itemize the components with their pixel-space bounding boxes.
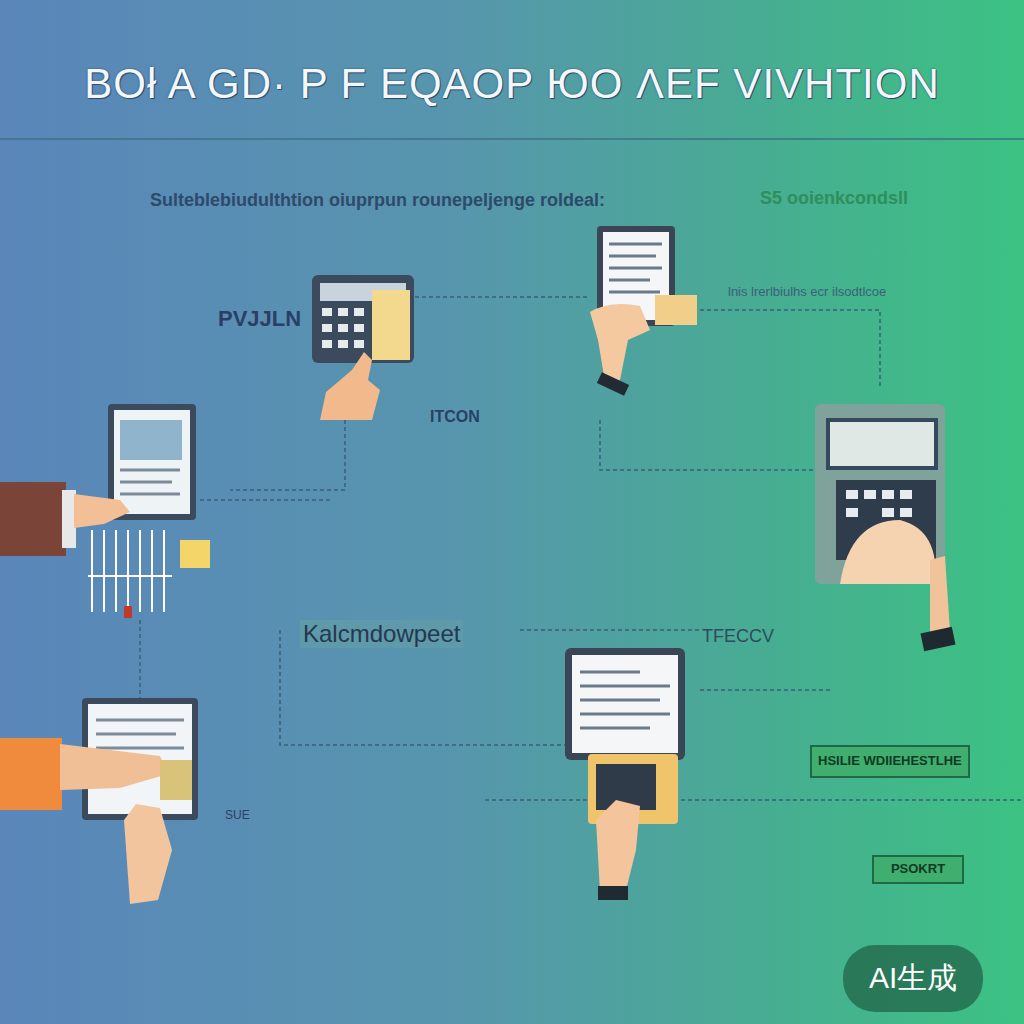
green-heading: S5 ooienkcondsll: [760, 188, 908, 209]
side-label: TFECCV: [702, 626, 774, 647]
box-text: PSOKRT: [878, 861, 958, 878]
side-label: SUE: [225, 808, 250, 822]
tablet-hand-bottom: [565, 648, 685, 900]
laptop-arm-bottom: [0, 698, 198, 904]
label-box: HSILIE WDIIEHESTLHE: [810, 745, 970, 778]
subtitle: Sulteblebiudulthtion oiuprpun rounepelje…: [150, 190, 605, 211]
title: BOł A GD· P F EQAOP ЮO ΛEF VIVHTION: [0, 60, 1024, 108]
side-label: ITCON: [430, 408, 480, 426]
note-text: lnis lrerlbiulhs ecr ilsodtlcoe: [728, 284, 886, 299]
label-box: PSOKRT: [872, 855, 964, 884]
calculator-hand: [312, 275, 414, 420]
side-label: PVJJLN: [218, 306, 301, 332]
laptop-arm: [0, 404, 210, 618]
watermark: AI生成: [843, 945, 983, 1012]
box-text: HSILIE WDIIEHESTLHE: [818, 753, 962, 770]
dashed-flow-lines: [140, 297, 1024, 800]
center-label: Kalcmdowpeet: [300, 620, 463, 648]
tablet-hand: [590, 226, 697, 396]
header-rule: [0, 138, 1024, 140]
calculator-large: [815, 404, 956, 651]
